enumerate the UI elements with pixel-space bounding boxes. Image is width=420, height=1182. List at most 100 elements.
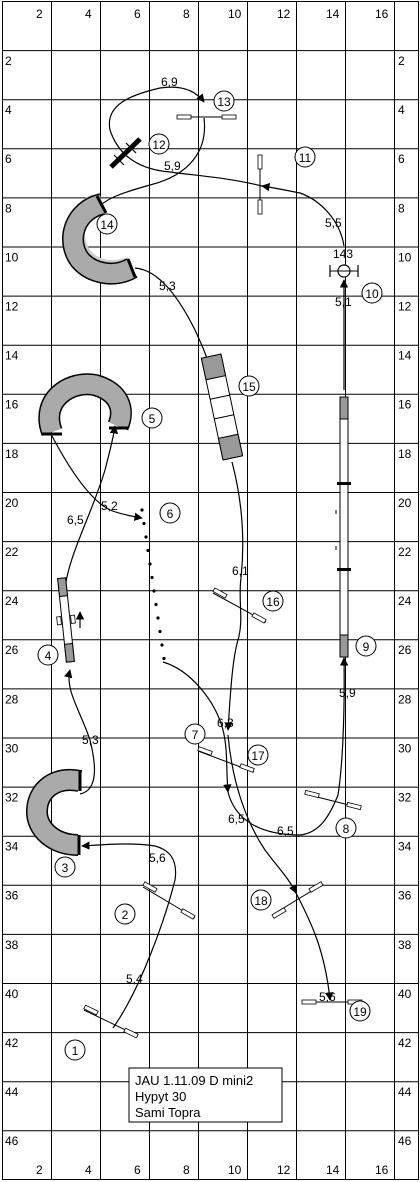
path-segment [134, 267, 211, 365]
path-segment [95, 117, 206, 211]
top-label: 6 [134, 7, 141, 21]
bottom-label: 12 [277, 1163, 291, 1177]
distance-11-12: 5,9 [164, 159, 181, 173]
left-label: 8 [5, 201, 12, 215]
distance-15-16: 6,1 [232, 564, 249, 578]
right-label: 34 [398, 840, 412, 854]
obstacle-number-16: 16 [266, 595, 280, 609]
obstacle-number-10: 10 [365, 287, 379, 301]
distance-10-11: 5,5 [325, 216, 342, 230]
weave-pole [144, 535, 148, 539]
weave-pole [160, 643, 164, 647]
bottom-label: 2 [36, 1163, 43, 1177]
distance-2-3: 5,6 [149, 851, 166, 865]
distance-5-6: 5,2 [101, 499, 118, 513]
left-label: 12 [5, 300, 19, 314]
tunnel-14 [62, 193, 138, 285]
weave-pole [150, 575, 154, 580]
distance-6-7: 6,3 [217, 716, 234, 730]
obstacle-number-8: 8 [343, 822, 350, 836]
right-label: 42 [398, 1036, 412, 1050]
aframe-15 [200, 353, 244, 461]
left-label: 42 [5, 1036, 19, 1050]
right-label: 6 [398, 152, 405, 166]
right-label: 18 [398, 447, 412, 461]
bottom-label: 8 [183, 1163, 190, 1177]
top-label: 12 [277, 7, 291, 21]
jump-11 [257, 154, 263, 215]
top-label: 4 [85, 7, 92, 21]
weave-pole [148, 562, 152, 566]
right-label: 10 [398, 250, 412, 264]
path-segment [63, 425, 119, 601]
tunnel-5 [38, 373, 132, 436]
left-label: 2 [5, 54, 12, 68]
info-judge: Sami Topra [135, 1105, 201, 1120]
left-label: 18 [5, 447, 19, 461]
jump-12-wall [109, 137, 142, 169]
obstacle-number-6: 6 [167, 507, 174, 521]
right-label: 16 [398, 398, 412, 412]
path-segment [162, 661, 232, 793]
obstacle-numbers: 1 2 3 4 5 6 7 8 9 10 11 12 13 14 15 16 1… [37, 90, 383, 1061]
left-label: 24 [5, 594, 19, 608]
top-label: 14 [326, 7, 340, 21]
distance-14-15: 5,3 [159, 279, 176, 293]
obstacle-number-17: 17 [251, 749, 265, 763]
right-label: 4 [398, 103, 405, 117]
weave-poles-6 [140, 508, 166, 661]
obstacle-number-12: 12 [152, 138, 166, 152]
top-axis-labels: 2 4 6 8 10 12 14 16 [36, 7, 389, 21]
left-label: 6 [5, 152, 12, 166]
distance-8-9: 5,9 [339, 686, 356, 700]
left-label: 36 [5, 889, 19, 903]
left-label: 46 [5, 1134, 19, 1148]
obstacle-number-4: 4 [45, 649, 52, 663]
obstacle-number-7: 7 [192, 728, 199, 742]
bottom-label: 14 [326, 1163, 340, 1177]
top-label: 8 [183, 7, 190, 21]
path-segment [81, 841, 177, 1029]
path-segment [295, 892, 334, 1001]
distance-3-4: 5,3 [82, 733, 99, 747]
weave-pole [162, 656, 166, 661]
right-label: 30 [398, 741, 412, 755]
bottom-axis-labels: 2 4 6 8 10 12 14 16 [36, 1163, 389, 1177]
top-label: 10 [228, 7, 242, 21]
jump-18 [271, 881, 324, 919]
top-label: 16 [375, 7, 389, 21]
course-info-box: JAU 1.11.09 D mini2 Hypyt 30 Sami Topra [128, 1067, 283, 1123]
right-label: 44 [398, 1085, 412, 1099]
right-label: 12 [398, 300, 412, 314]
tire-height-label: 143 [333, 247, 353, 261]
right-label: 32 [398, 791, 412, 805]
right-label: 36 [398, 889, 412, 903]
jump-16 [212, 587, 267, 624]
left-label: 22 [5, 545, 19, 559]
right-label: 24 [398, 594, 412, 608]
bottom-label: 6 [134, 1163, 141, 1177]
weave-pole [152, 589, 156, 593]
obstacle-number-3: 3 [62, 861, 69, 875]
info-class: Hypyt 30 [135, 1089, 186, 1104]
weave-pole [154, 602, 158, 607]
path-segment [51, 435, 143, 521]
left-label: 14 [5, 349, 19, 363]
left-label: 34 [5, 840, 19, 854]
dogwalk-9 [335, 396, 351, 658]
bottom-label: 4 [85, 1163, 92, 1177]
tunnel-3 [26, 769, 83, 856]
right-label: 28 [398, 692, 412, 706]
weave-pole [146, 548, 150, 553]
info-title: JAU 1.11.09 D mini2 [135, 1073, 253, 1088]
obstacle-number-14: 14 [100, 218, 114, 232]
path-segment [224, 461, 244, 731]
path-segment [108, 86, 263, 187]
left-axis-labels: 2468101214161820222426283032343638404244… [5, 54, 19, 1148]
obstacle-number-15: 15 [242, 380, 256, 394]
right-label: 22 [398, 545, 412, 559]
path-segment [261, 182, 345, 247]
right-label: 40 [398, 987, 412, 1001]
